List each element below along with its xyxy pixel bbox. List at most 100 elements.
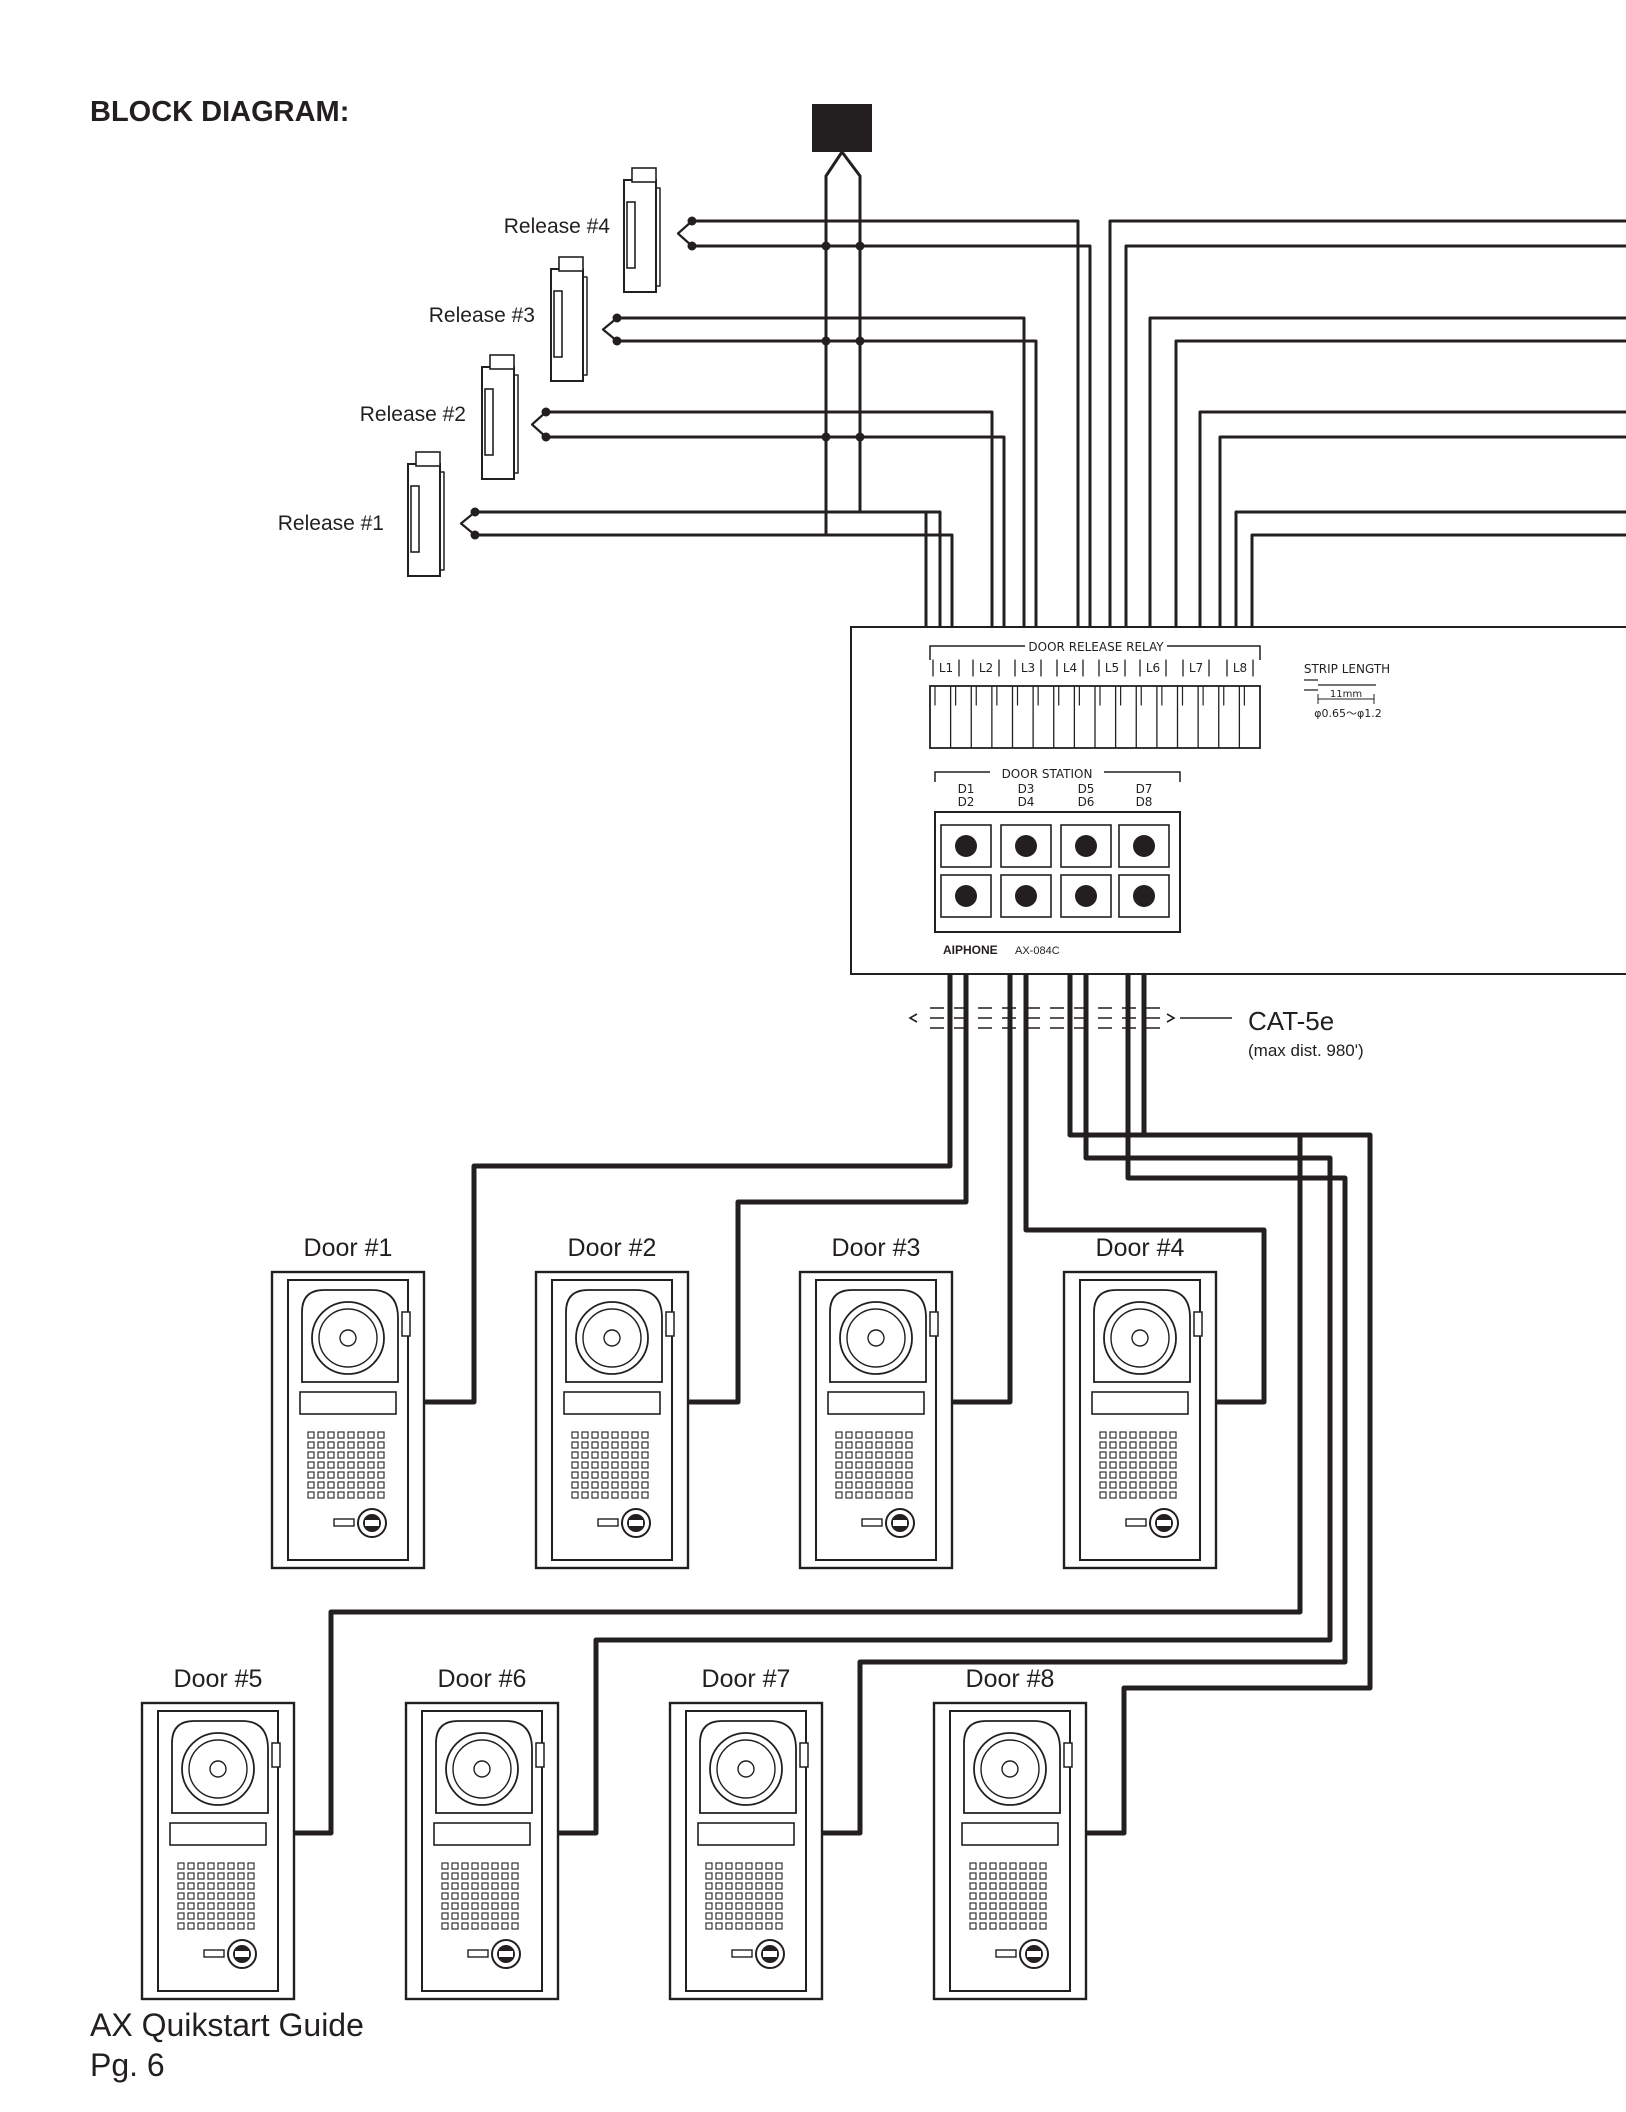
strike-keeper: [484, 388, 494, 456]
strike-faceplate: [439, 471, 445, 571]
call-indicator: [597, 1518, 619, 1527]
speaker-grille: [705, 1862, 783, 1930]
cat5e-cable: [685, 893, 969, 1405]
relay-label-bracket: [972, 659, 1000, 677]
strip-mm-label: 11mm: [1330, 689, 1362, 700]
call-button-slot: [1027, 1951, 1041, 1957]
door-station: Door #2: [534, 1234, 690, 1570]
speaker-grille: [969, 1862, 1047, 1930]
relay-label-bracket: [1226, 659, 1254, 677]
relay-wire-extension: [1148, 316, 1626, 692]
port-label-top: D5: [1078, 782, 1095, 796]
relay-terminal-label: L4: [1063, 661, 1077, 675]
strike-top: [415, 451, 441, 467]
call-indicator: [333, 1518, 355, 1527]
cat5e-cable: [291, 843, 1303, 1836]
door-station: Door #5: [140, 1665, 296, 2001]
name-plate: [961, 1822, 1059, 1846]
release-label: Release #4: [504, 215, 611, 238]
call-button-slot: [893, 1520, 907, 1526]
diagram-title: BLOCK DIAGRAM:: [90, 96, 350, 128]
junction-dot: [821, 241, 831, 251]
release-label: Release #1: [278, 512, 384, 535]
cable-callout: CAT-5e (max dist. 980'): [908, 1006, 1364, 1060]
footer-page-number: Pg. 6: [90, 2047, 165, 2083]
door-station-header: DOOR STATION: [1002, 767, 1093, 781]
cat5e-cable: [1023, 893, 1267, 1405]
call-indicator: [995, 1949, 1017, 1958]
strike-faceplate: [582, 276, 588, 376]
door-label: Door #5: [174, 1665, 263, 1693]
door-label: Door #6: [438, 1665, 527, 1693]
door-release-strike: Release #3: [429, 256, 588, 382]
call-button-slot: [1157, 1520, 1171, 1526]
power-terminal-label: PT: [825, 113, 858, 143]
relay-label-bracket: [1182, 659, 1210, 677]
relay-wire-extension: [1108, 219, 1626, 692]
power-feed-wire: [476, 150, 844, 537]
port-label-bottom: D6: [1078, 795, 1095, 809]
door-release-strike: Release #2: [360, 354, 519, 480]
name-plate: [1091, 1391, 1189, 1415]
station-ports: [940, 824, 1170, 918]
port-plug: [1133, 835, 1155, 857]
call-indicator: [731, 1949, 753, 1958]
cable-label: CAT-5e: [1248, 1006, 1334, 1036]
strike-keeper: [553, 290, 563, 358]
strike-faceplate: [655, 187, 661, 287]
door-station: Door #8: [932, 1665, 1088, 2001]
side-tab: [1193, 1311, 1203, 1337]
junction-dot: [855, 432, 865, 442]
side-tab: [929, 1311, 939, 1337]
model-label: AX-084C: [1015, 945, 1060, 957]
strike-faceplate: [513, 374, 519, 474]
camera-lens-center: [867, 1329, 885, 1347]
speaker-grille: [571, 1431, 649, 1499]
camera-lens-center: [209, 1760, 227, 1778]
relay-label-bracket: [1014, 659, 1042, 677]
port-plug: [1015, 835, 1037, 857]
port-plug: [1075, 885, 1097, 907]
side-tab: [1063, 1742, 1073, 1768]
release-wire: [544, 410, 994, 692]
port-plug: [1133, 885, 1155, 907]
release-wire: [690, 244, 1092, 692]
relay-label-bracket: [1056, 659, 1084, 677]
name-plate: [827, 1391, 925, 1415]
call-button-slot: [499, 1951, 513, 1957]
release-wire: [544, 435, 1006, 692]
cat5e-cable: [555, 893, 1333, 1836]
relay-label-bracket: [1139, 659, 1167, 677]
camera-lens-center: [1001, 1760, 1019, 1778]
speaker-grille: [835, 1431, 913, 1499]
footer-guide-title: AX Quikstart Guide: [90, 2007, 364, 2043]
camera-lens-center: [1131, 1329, 1149, 1347]
relay-terminal-label: L2: [979, 661, 993, 675]
relay-wire-extension: [1174, 339, 1626, 692]
rj45-port: [1000, 874, 1052, 918]
door-release-strike: Release #4: [504, 167, 661, 293]
speaker-grille: [441, 1862, 519, 1930]
port-plug: [955, 885, 977, 907]
side-tab: [535, 1742, 545, 1768]
strike-keeper: [410, 485, 420, 553]
release-wire: [615, 339, 1038, 692]
junction-dot: [855, 336, 865, 346]
relay-terminal-block: [929, 685, 1261, 749]
door-release-strike: Release #1: [278, 451, 445, 577]
call-button-slot: [235, 1951, 249, 1957]
strike-top: [489, 354, 515, 370]
name-plate: [433, 1822, 531, 1846]
name-plate: [697, 1822, 795, 1846]
port-plug: [1015, 885, 1037, 907]
camera-lens-center: [339, 1329, 357, 1347]
port-label-bottom: D2: [958, 795, 975, 809]
power-terminal: PT: [812, 104, 872, 152]
port-plug: [1075, 835, 1097, 857]
door-station: Door #7: [668, 1665, 824, 2001]
release-label: Release #3: [429, 304, 535, 327]
relay-terminal-label: L7: [1189, 661, 1203, 675]
relay-terminal-label: L3: [1021, 661, 1035, 675]
